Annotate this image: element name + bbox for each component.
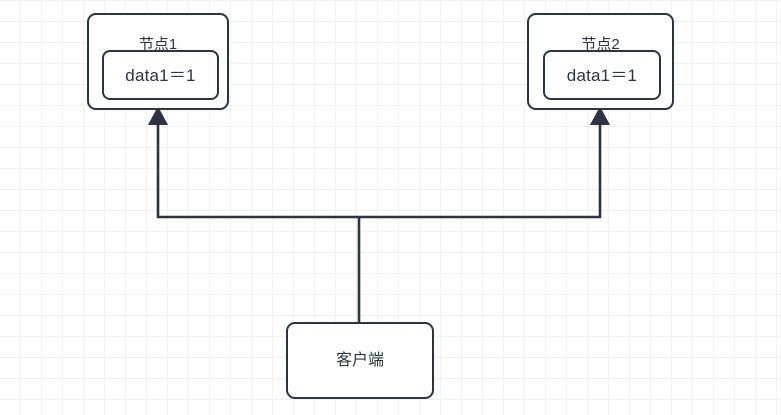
node-1-data-box[interactable]: data1＝1 — [102, 50, 219, 100]
node-1-data-label: data1＝1 — [125, 65, 196, 85]
connector-bus-to-node-2 — [359, 106, 611, 219]
node-2-data-label: data1＝1 — [566, 65, 638, 85]
connector-bus-to-node-1 — [147, 106, 359, 219]
node-1-title: 节点1 — [138, 36, 178, 53]
node-box-1[interactable]: 节点1 data1＝1 — [87, 13, 229, 110]
client-label: 客户端 — [335, 351, 384, 369]
node-2-title: 节点2 — [581, 36, 620, 53]
node-box-2[interactable]: 节点2 data1＝1 — [527, 13, 674, 110]
client-box[interactable]: 客户端 — [286, 322, 434, 399]
node-2-data-box[interactable]: data1＝1 — [543, 50, 661, 100]
